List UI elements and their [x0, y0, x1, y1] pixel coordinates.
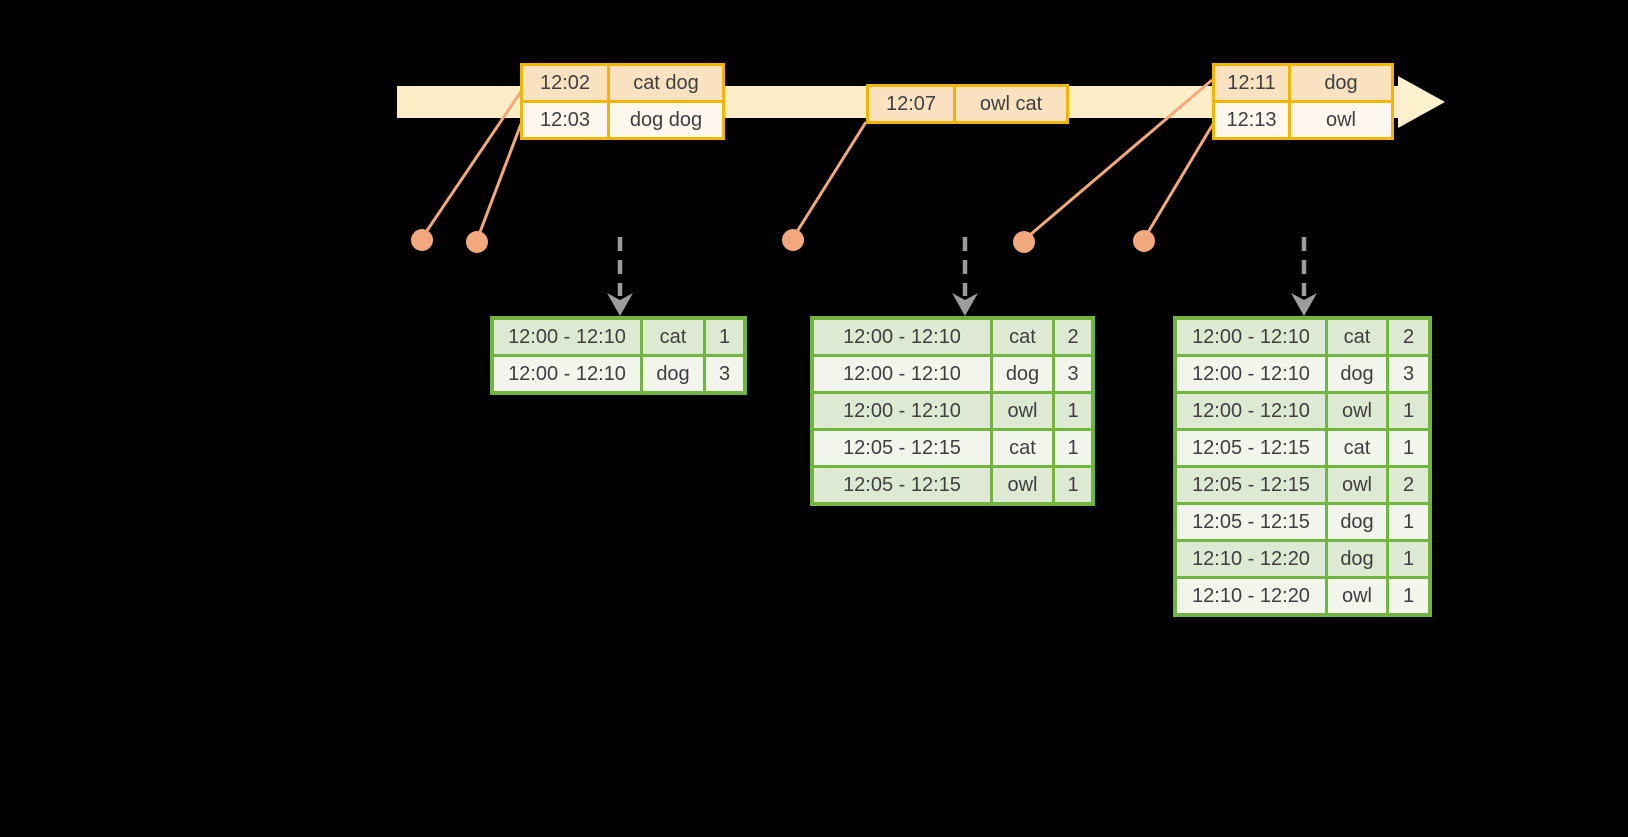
trigger-arrowhead-icon — [1291, 293, 1317, 316]
window-cell: 12:05 - 12:15 — [814, 468, 990, 502]
event-connector-line — [420, 89, 524, 239]
count-cell: 2 — [1389, 468, 1428, 502]
count-cell: 2 — [1055, 320, 1091, 354]
event-box-3: 12:11 dog 12:13 owl — [1212, 63, 1394, 140]
event-time: 12:02 — [523, 66, 610, 100]
window-cell: 12:00 - 12:10 — [1177, 320, 1325, 354]
window-cell: 12:00 - 12:10 — [1177, 357, 1325, 391]
count-cell: 3 — [706, 357, 743, 391]
word-cell: owl — [993, 468, 1052, 502]
event-dot — [1013, 231, 1035, 253]
window-cell: 12:00 - 12:10 — [814, 357, 990, 391]
word-cell: dog — [1328, 505, 1386, 539]
event-connector-line — [1023, 78, 1213, 242]
count-cell: 1 — [1389, 542, 1428, 576]
event-dot — [782, 229, 804, 251]
count-cell: 3 — [1389, 357, 1428, 391]
event-box-1: 12:02 cat dog 12:03 dog dog — [520, 63, 725, 140]
count-cell: 1 — [1389, 505, 1428, 539]
event-time: 12:11 — [1215, 66, 1291, 100]
event-words: cat dog — [610, 66, 722, 100]
count-cell: 3 — [1055, 357, 1091, 391]
word-cell: dog — [1328, 542, 1386, 576]
window-cell: 12:10 - 12:20 — [1177, 542, 1325, 576]
word-cell: dog — [1328, 357, 1386, 391]
event-time: 12:07 — [869, 87, 956, 121]
event-connector-line — [1142, 123, 1215, 240]
word-cell: cat — [643, 320, 703, 354]
event-connector-line — [475, 123, 523, 241]
word-cell: dog — [993, 357, 1052, 391]
window-cell: 12:00 - 12:10 — [494, 357, 640, 391]
event-dot — [1133, 230, 1155, 252]
event-row: 12:02 cat dog — [523, 66, 722, 100]
trigger-arrowhead-icon — [607, 293, 633, 316]
event-dot — [466, 231, 488, 253]
word-cell: dog — [643, 357, 703, 391]
window-cell: 12:00 - 12:10 — [814, 394, 990, 428]
word-cell: cat — [993, 320, 1052, 354]
event-words: dog dog — [610, 103, 722, 137]
event-dot — [411, 229, 433, 251]
event-row: 12:11 dog — [1215, 66, 1391, 100]
count-cell: 1 — [1389, 394, 1428, 428]
count-cell: 1 — [1055, 431, 1091, 465]
count-cell: 1 — [1055, 394, 1091, 428]
count-cell: 2 — [1389, 320, 1428, 354]
window-cell: 12:00 - 12:10 — [1177, 394, 1325, 428]
event-words: dog — [1291, 66, 1391, 100]
event-time: 12:13 — [1215, 103, 1291, 137]
event-row: 12:07 owl cat — [869, 87, 1066, 121]
result-table-3: 12:00 - 12:10 cat 2 12:00 - 12:10 dog 3 … — [1173, 316, 1432, 617]
word-cell: cat — [993, 431, 1052, 465]
count-cell: 1 — [706, 320, 743, 354]
event-time: 12:03 — [523, 103, 610, 137]
word-cell: owl — [993, 394, 1052, 428]
event-connector-line — [791, 121, 868, 239]
event-box-2: 12:07 owl cat — [866, 84, 1069, 124]
window-cell: 12:00 - 12:10 — [814, 320, 990, 354]
window-cell: 12:05 - 12:15 — [814, 431, 990, 465]
window-cell: 12:00 - 12:10 — [494, 320, 640, 354]
word-cell: owl — [1328, 579, 1386, 613]
trigger-arrowhead-icon — [952, 293, 978, 316]
word-cell: owl — [1328, 468, 1386, 502]
timeline-arrowhead-icon — [1398, 76, 1445, 128]
event-words: owl — [1291, 103, 1391, 137]
window-cell: 12:10 - 12:20 — [1177, 579, 1325, 613]
window-cell: 12:05 - 12:15 — [1177, 468, 1325, 502]
word-cell: cat — [1328, 320, 1386, 354]
count-cell: 1 — [1389, 579, 1428, 613]
word-cell: owl — [1328, 394, 1386, 428]
count-cell: 1 — [1389, 431, 1428, 465]
event-words: owl cat — [956, 87, 1066, 121]
word-cell: cat — [1328, 431, 1386, 465]
result-table-1: 12:00 - 12:10 cat 1 12:00 - 12:10 dog 3 — [490, 316, 747, 395]
result-table-2: 12:00 - 12:10 cat 2 12:00 - 12:10 dog 3 … — [810, 316, 1095, 506]
count-cell: 1 — [1055, 468, 1091, 502]
window-cell: 12:05 - 12:15 — [1177, 431, 1325, 465]
window-cell: 12:05 - 12:15 — [1177, 505, 1325, 539]
event-row: 12:13 owl — [1215, 103, 1391, 137]
event-row: 12:03 dog dog — [523, 103, 722, 137]
